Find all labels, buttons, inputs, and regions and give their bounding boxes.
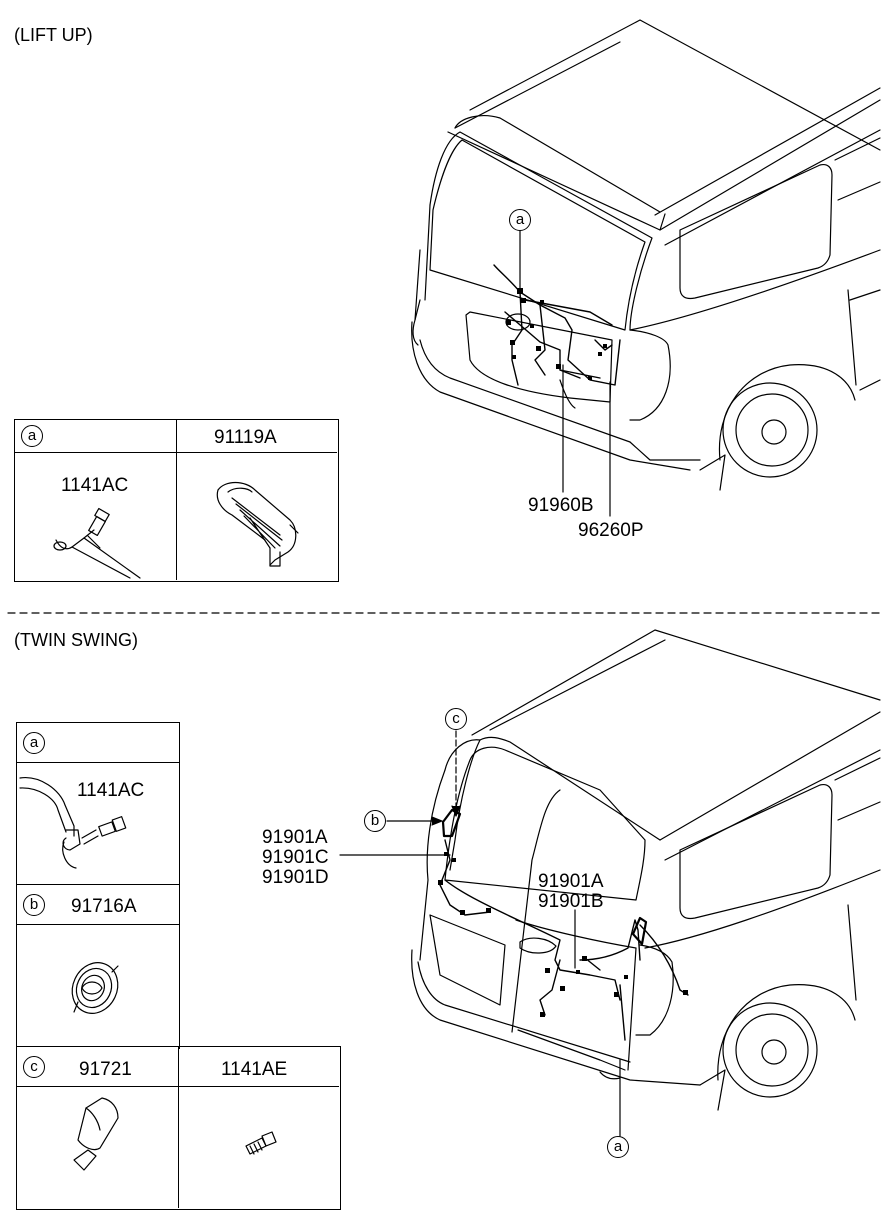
table-row-c-header-2: 1141AE [179,1047,339,1087]
table-row-b-header: b 91716A [17,885,179,925]
part-label-91960b: 91960B [528,495,594,516]
part-label-1141ac-twin: 1141AC [77,780,145,801]
table-ref-a: a [21,425,43,447]
section-title-twin-swing: (TWIN SWING) [14,630,138,650]
screw-1141ae-drawing [245,1131,277,1155]
parts-table-twin-swing: a 1141AC b 91716A [16,722,180,1049]
callout-a-twin-swing: a [607,1136,629,1158]
table-cell-clip [17,1087,179,1208]
part-label-91721: 91721 [79,1059,132,1080]
grommet-91119a-drawing [216,481,299,567]
table-row-a-header: a [17,723,179,763]
parts-table-lift-up: a 91119A 1141AC [14,419,339,582]
table-cell-fastener: 1141AC [15,453,177,580]
fastener-1141ac-twin-drawing [19,777,127,869]
table-header-part: 91119A [177,420,337,453]
callout-c: c [445,708,467,730]
table-ref-b: b [23,894,45,916]
van-twin-swing [339,629,881,1137]
part-label-91901a-left: 91901A [262,827,328,848]
section-title-lift-up: (LIFT UP) [14,25,93,45]
part-label-1141ac: 1141AC [61,475,129,496]
fastener-1141ac-drawing [53,507,141,579]
callout-b: b [364,810,386,832]
clip-91721-drawing [73,1097,119,1171]
table-row-c-header: c 91721 [17,1047,179,1087]
grommet-91716a-drawing [71,962,119,1014]
table-ref-a: a [23,732,45,754]
part-label-91901b: 91901B [538,891,604,912]
table-header-ref: a [15,420,177,453]
part-label-91119a: 91119A [214,427,277,448]
table-ref-c: c [23,1056,45,1078]
part-label-91901a-right: 91901A [538,871,604,892]
parts-table-row-c: c 91721 1141AE [16,1046,341,1210]
part-label-91716a: 91716A [71,896,137,917]
part-label-91901d: 91901D [262,867,329,888]
callout-a-lift-up: a [509,209,531,231]
part-label-1141ae: 1141AE [221,1059,288,1080]
table-row-a-body: 1141AC [17,763,179,885]
part-label-91901c: 91901C [262,847,329,868]
van-lift-up [411,19,881,517]
part-label-96260p: 96260P [578,520,644,541]
